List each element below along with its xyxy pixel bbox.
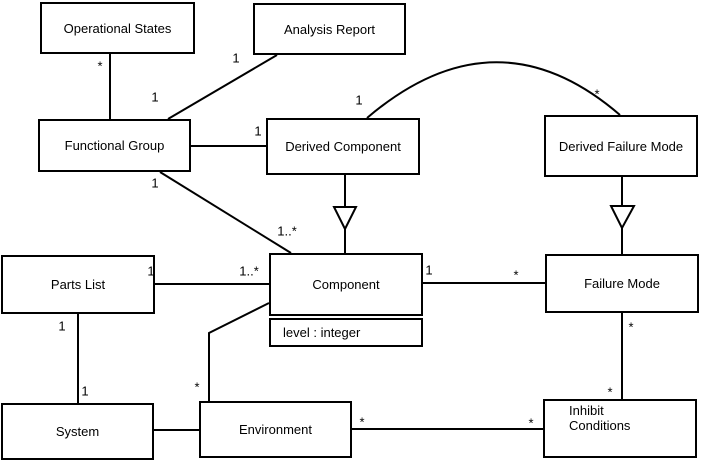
- class-attribute-component-level: level : integer: [283, 325, 361, 340]
- multiplicity-derived-component-curve-end: 1: [355, 92, 363, 108]
- multiplicity-component-left-end: 1..*: [239, 263, 259, 279]
- connector-functional-group-component: [159, 171, 292, 254]
- class-box-derived-component: Derived Component: [266, 118, 420, 175]
- generalization-triangle-component: [332, 206, 358, 232]
- class-box-derived-failure-mode: Derived Failure Mode: [544, 115, 698, 177]
- class-label-analysis-report: Analysis Report: [283, 21, 376, 37]
- class-box-operational-states: Operational States: [40, 2, 195, 54]
- class-label-derived-component: Derived Component: [285, 139, 401, 154]
- class-label-conditions: Conditions: [569, 418, 631, 433]
- multiplicity-inhibit-conditions-top-end: *: [607, 384, 613, 400]
- class-box-component: Component: [269, 253, 423, 316]
- class-label-parts-list: Parts List: [50, 277, 106, 292]
- class-label-system: System: [55, 424, 100, 439]
- multiplicity-functional-group-top-end: 1: [151, 89, 159, 105]
- class-box-failure-mode: Failure Mode: [545, 254, 699, 313]
- multiplicity-functional-group-bottom-end: 1: [151, 175, 159, 191]
- connector-analysis-report-functional-group: [167, 54, 278, 120]
- class-attribute-box-component: level : integer: [269, 318, 423, 347]
- connector-environment-component: [208, 302, 270, 401]
- multiplicity-system-top-end: 1: [81, 383, 89, 399]
- class-box-inhibit-conditions: Inhibit Conditions: [543, 399, 697, 458]
- class-label-functional-group: Functional Group: [64, 138, 165, 153]
- multiplicity-derived-component-left-end: 1: [254, 123, 262, 139]
- multiplicity-failure-mode-bottom-end: *: [628, 319, 634, 335]
- generalization-triangle-failure-mode: [609, 205, 636, 231]
- multiplicity-inhibit-conditions-left-end: *: [528, 415, 534, 431]
- class-label-operational-states: Operational States: [63, 20, 172, 36]
- class-label-component: Component: [312, 277, 380, 292]
- multiplicity-analysis-report-end: 1: [232, 50, 240, 66]
- multiplicity-environment-right-end: *: [359, 414, 365, 430]
- multiplicity-operational-states-end: *: [97, 58, 103, 74]
- class-label-derived-failure-mode: Derived Failure Mode: [558, 138, 684, 154]
- multiplicity-component-topleft-end: 1..*: [277, 223, 297, 239]
- class-box-parts-list: Parts List: [1, 255, 155, 314]
- multiplicity-parts-list-bottom-end: 1: [58, 318, 66, 334]
- multiplicity-environment-top-end: *: [194, 379, 200, 395]
- multiplicity-parts-list-right-end: 1: [147, 263, 155, 279]
- class-label-failure-mode: Failure Mode: [584, 276, 660, 291]
- class-box-analysis-report: Analysis Report: [253, 3, 406, 55]
- class-box-functional-group: Functional Group: [38, 119, 191, 172]
- multiplicity-component-right-end: 1: [425, 262, 433, 278]
- class-label-environment: Environment: [239, 422, 312, 437]
- multiplicity-failure-mode-left-end: *: [513, 267, 519, 283]
- class-label-inhibit: Inhibit: [569, 403, 604, 418]
- class-box-environment: Environment: [199, 401, 352, 458]
- multiplicity-derived-failure-mode-curve-end: *: [594, 86, 600, 102]
- class-box-system: System: [1, 403, 154, 460]
- connector-derived-component-derived-failure-mode-curve: [366, 61, 621, 119]
